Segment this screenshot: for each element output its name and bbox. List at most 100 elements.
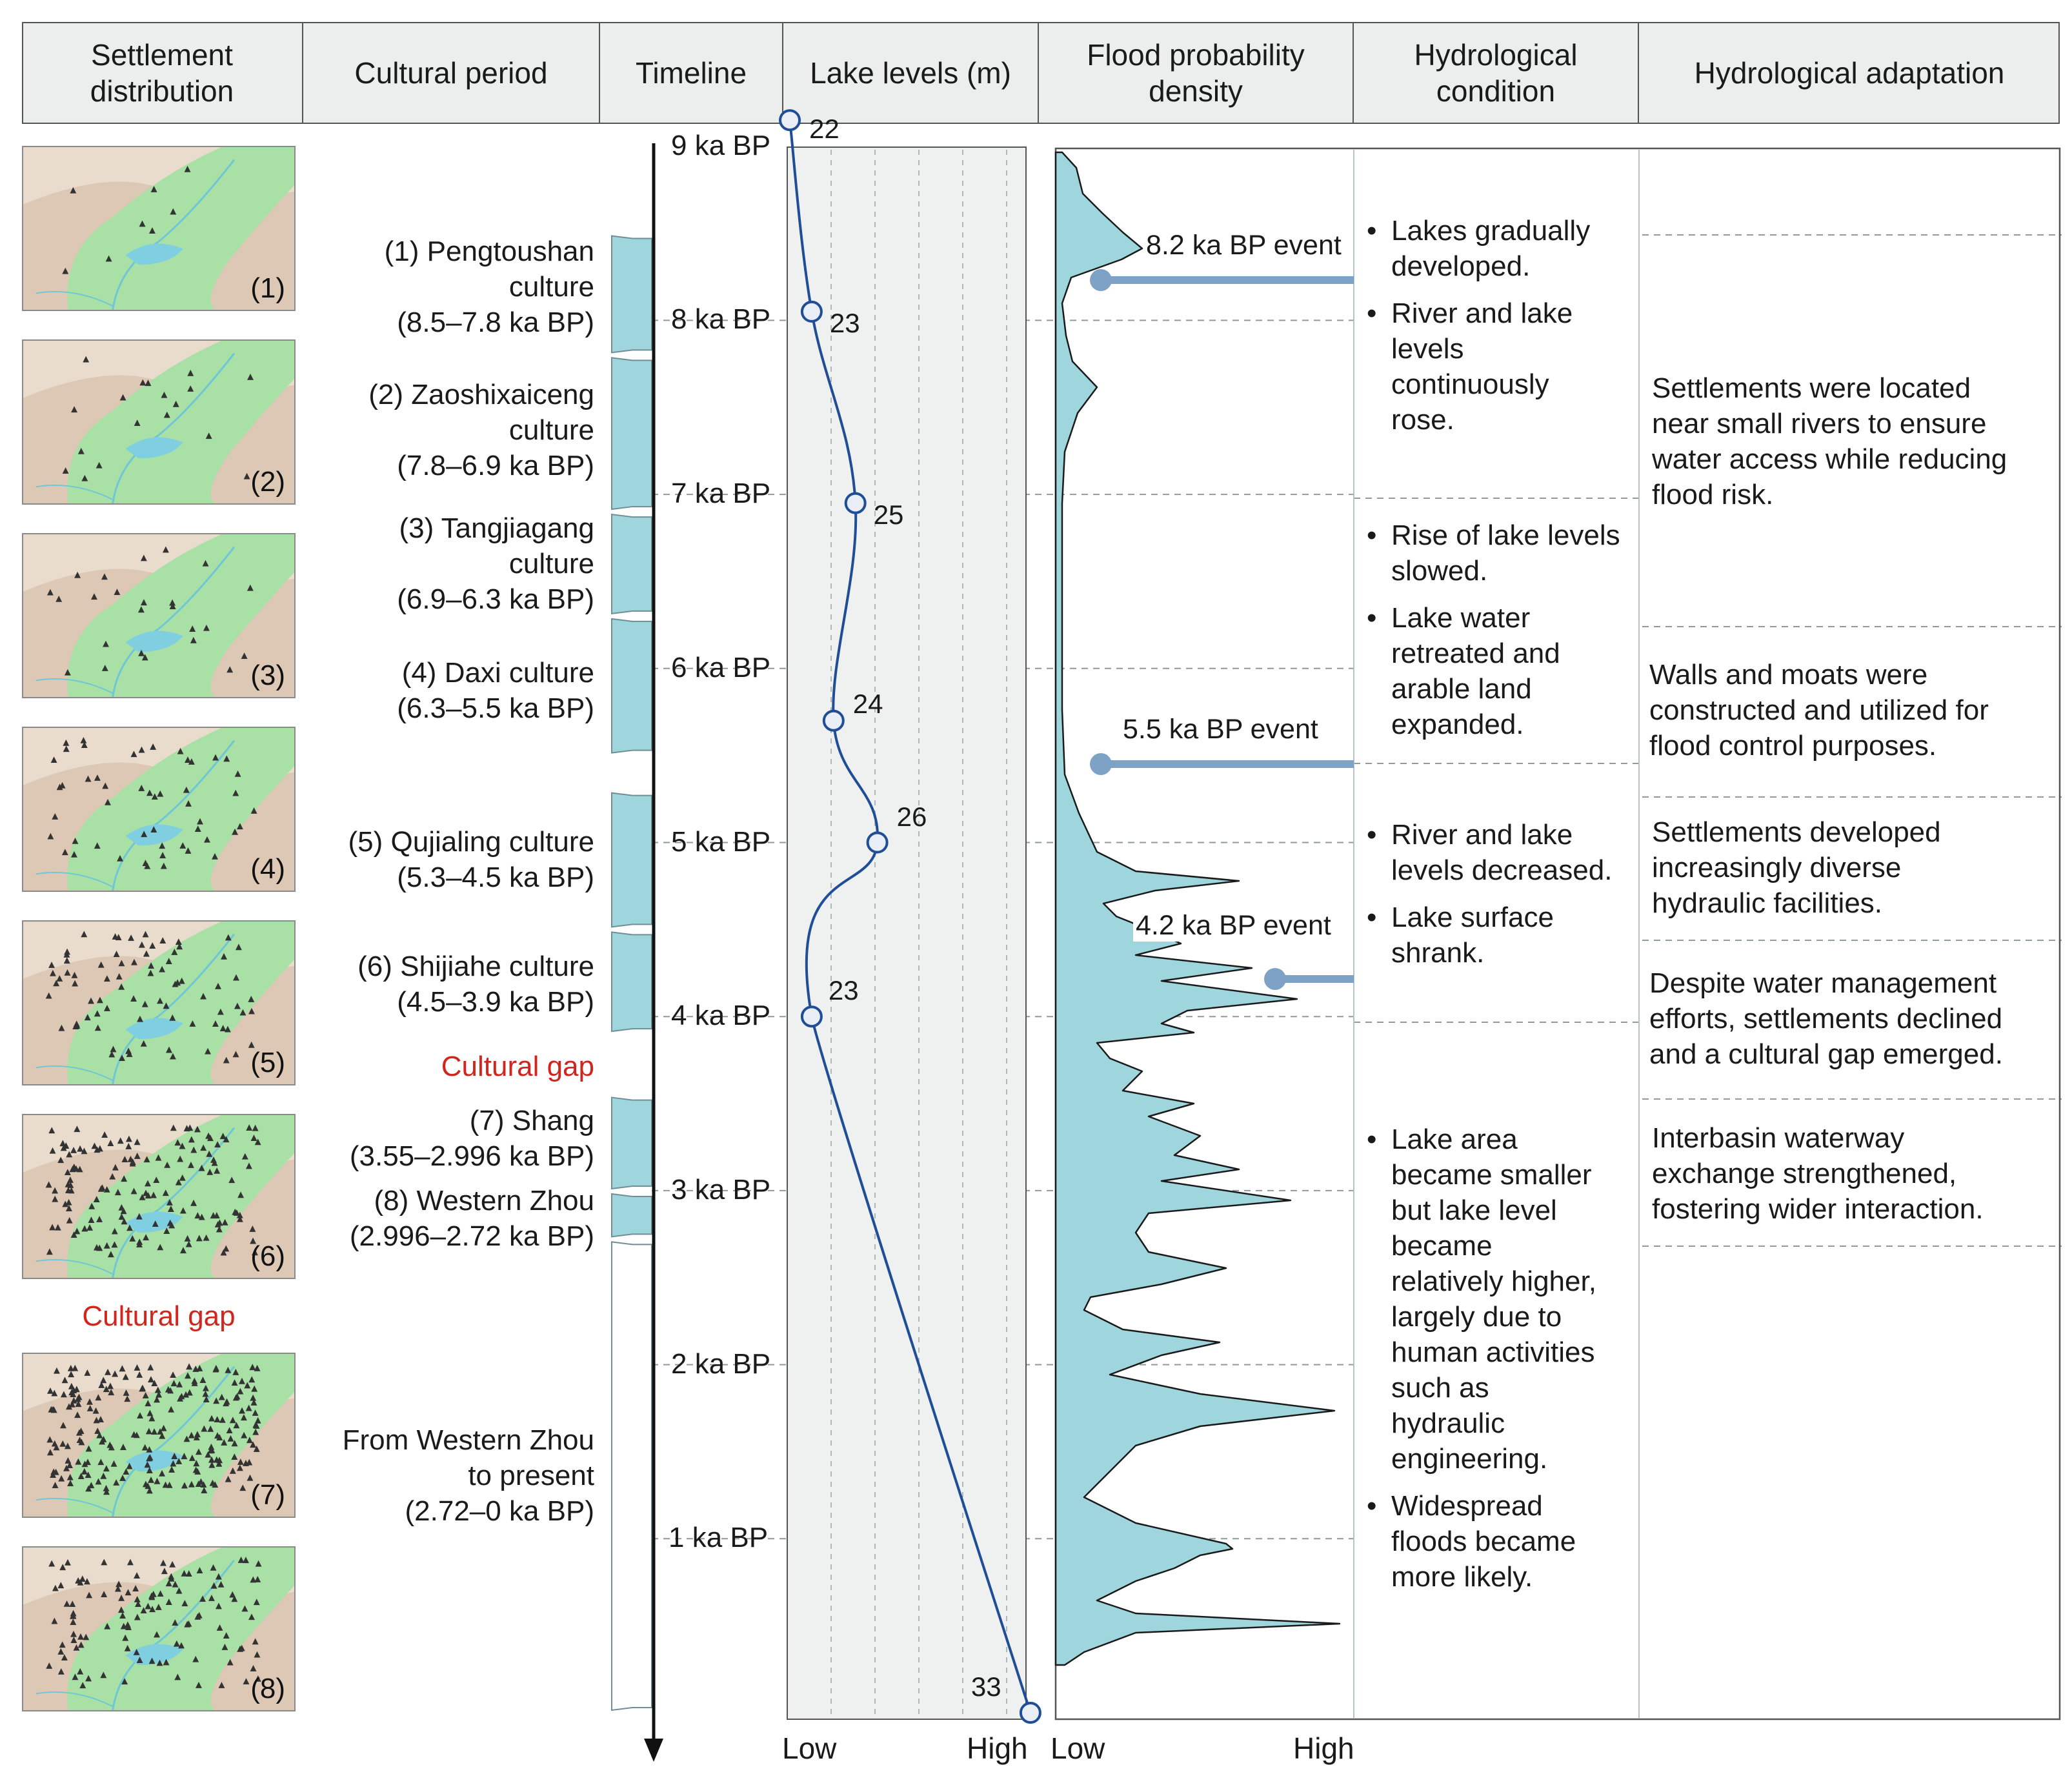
flood-axis-low: Low (1051, 1731, 1105, 1765)
settlement-marker-icon (219, 1025, 226, 1031)
settlement-marker-icon (250, 807, 257, 814)
settlement-marker-icon (63, 1600, 70, 1607)
period-cultural-gap: Cultural gap (441, 1051, 594, 1082)
settlement-marker-icon (249, 1226, 256, 1232)
flood-axis-high: High (1293, 1731, 1354, 1765)
settlement-marker-icon (199, 1377, 206, 1383)
settlement-marker-icon (93, 1196, 100, 1202)
settlement-marker-icon (159, 842, 166, 849)
settlement-marker-icon (46, 1436, 54, 1443)
settlement-marker-icon (187, 369, 194, 376)
settlement-marker-icon (148, 1657, 156, 1664)
settlement-marker-icon (155, 1604, 162, 1610)
settlement-marker-icon (75, 1429, 83, 1436)
settlement-map-7: (7) (22, 1353, 296, 1518)
settlement-marker-icon (134, 1138, 141, 1145)
map-lowland (67, 147, 294, 310)
flood-density-area (1054, 151, 1341, 1666)
settlement-marker-icon (66, 1462, 73, 1468)
period-label-4: (4) Daxi culture (6.3–5.5 ka BP) (397, 657, 594, 724)
settlement-marker-icon (255, 1560, 262, 1567)
settlement-marker-icon (190, 1199, 197, 1206)
timeline-tick-label: 9 ka BP (671, 129, 771, 161)
settlement-marker-icon (125, 1589, 132, 1596)
settlement-marker-icon (125, 1624, 132, 1631)
settlement-marker-icon (167, 1387, 174, 1394)
settlement-marker-icon (229, 1417, 236, 1424)
settlement-marker-icon (217, 1580, 225, 1588)
header-lake-levels: Lake levels (m) (783, 22, 1039, 124)
settlement-marker-icon (145, 1192, 152, 1199)
settlement-marker-icon (236, 1215, 243, 1222)
settlement-marker-icon (218, 1682, 225, 1688)
map-label: (1) (250, 272, 285, 304)
settlement-marker-icon (239, 1484, 246, 1491)
settlement-marker-icon (57, 1156, 65, 1164)
settlement-marker-icon (70, 1231, 77, 1238)
settlement-marker-icon (208, 1461, 216, 1468)
settlement-marker-icon (196, 1681, 202, 1688)
settlement-marker-icon (67, 1480, 74, 1486)
timeline-tick-label: 8 ka BP (671, 303, 771, 336)
settlement-marker-icon (64, 969, 71, 976)
event-marker-dot (1090, 269, 1112, 291)
settlement-marker-icon (148, 227, 156, 234)
settlement-marker-icon (207, 1447, 214, 1454)
settlement-marker-icon (187, 1162, 194, 1168)
settlement-marker-icon (181, 1600, 188, 1606)
settlement-marker-icon (107, 1140, 114, 1146)
settlement-marker-icon (45, 1181, 52, 1188)
settlement-marker-icon (143, 1234, 150, 1241)
settlement-marker-icon (103, 1484, 110, 1491)
settlement-marker-icon (221, 1218, 228, 1226)
settlement-marker-icon (63, 957, 70, 964)
settlement-marker-icon (197, 818, 203, 825)
settlement-marker-icon (70, 1637, 77, 1644)
settlement-marker-icon (121, 1156, 128, 1162)
settlement-marker-icon (104, 1005, 110, 1011)
settlement-marker-icon (134, 1613, 141, 1620)
settlement-marker-icon (98, 1382, 105, 1388)
settlement-marker-icon (60, 1391, 67, 1398)
settlement-marker-icon (122, 1634, 129, 1641)
settlement-marker-icon (223, 1136, 230, 1143)
period-label-1: (1) Pengtoushan culture (8.5–7.8 ka BP) (384, 236, 594, 338)
map-lake (125, 631, 183, 652)
settlement-marker-icon (232, 1369, 239, 1375)
map-lake (125, 437, 183, 459)
settlement-marker-icon (248, 1007, 255, 1014)
settlement-marker-icon (131, 958, 137, 965)
settlement-marker-icon (85, 1471, 92, 1478)
settlement-marker-icon (152, 1220, 159, 1227)
settlement-marker-icon (70, 1391, 77, 1397)
settlement-marker-icon (64, 1442, 71, 1449)
settlement-map-6: (6) (22, 1114, 296, 1279)
settlement-marker-icon (120, 1207, 127, 1215)
settlement-marker-icon (125, 1047, 132, 1054)
timeline-tick-label: 1 ka BP (669, 1522, 769, 1554)
settlement-marker-icon (103, 1465, 110, 1472)
settlement-marker-icon (233, 1422, 240, 1429)
settlement-marker-icon (138, 941, 145, 948)
settlement-marker-icon (140, 1607, 147, 1614)
settlement-marker-icon (95, 1394, 102, 1401)
condition-bullet: •Lake area became smaller but lake level… (1367, 1124, 1596, 1475)
settlement-marker-icon (46, 1662, 53, 1669)
settlement-marker-icon (146, 1454, 154, 1461)
settlement-marker-icon (192, 1655, 199, 1662)
settlement-marker-icon (186, 1363, 193, 1370)
settlement-marker-icon (103, 1186, 110, 1193)
settlement-marker-icon (202, 1384, 209, 1391)
settlement-marker-icon (150, 826, 157, 832)
settlement-marker-icon (245, 1162, 252, 1169)
settlement-marker-icon (150, 186, 157, 192)
settlement-marker-icon (112, 1370, 119, 1377)
settlement-marker-icon (97, 1458, 105, 1466)
settlement-marker-icon (250, 1394, 257, 1401)
settlement-marker-icon (241, 1431, 248, 1438)
settlement-marker-icon (65, 1187, 72, 1194)
settlement-marker-icon (104, 1622, 111, 1630)
map-lake (125, 1450, 183, 1472)
condition-block-4: •Lake area became smaller but lake level… (1367, 1122, 1651, 1606)
settlement-marker-icon (208, 1415, 215, 1422)
